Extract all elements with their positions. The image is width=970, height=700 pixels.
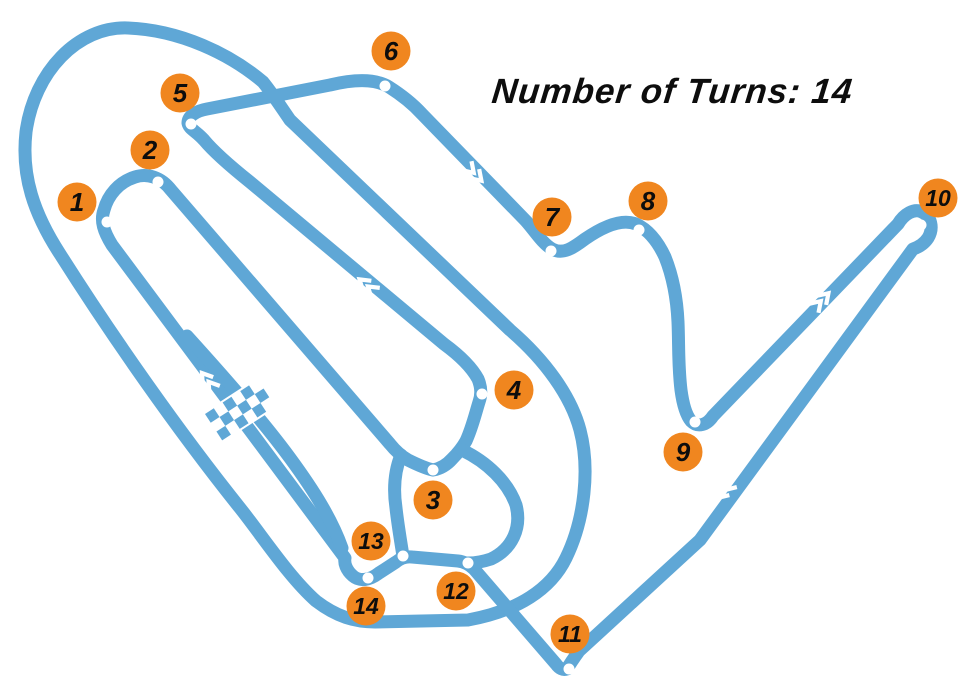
turn-number-label: 10 [925, 185, 951, 211]
turn-apex-dot [397, 550, 409, 562]
turn-marker-9 [663, 432, 703, 472]
turn-marker-1 [57, 182, 97, 222]
turn-number-label: 7 [545, 202, 561, 232]
turn-marker-3 [413, 480, 453, 520]
turn-number-label: 14 [353, 593, 379, 619]
flag-checker-cell [219, 411, 235, 426]
turn-apex-dot [545, 245, 557, 257]
turn-marker-4 [494, 370, 534, 410]
turn-number-label: 11 [558, 621, 582, 647]
turn-number-label: 2 [142, 135, 158, 165]
turn-number-label: 6 [384, 36, 399, 66]
turn-apex-dot [462, 557, 474, 569]
turn-number-label: 5 [173, 78, 188, 108]
track-outer-loop [18, 21, 592, 629]
turn-apex-dot [689, 416, 701, 428]
turn-number-label: 1 [70, 187, 84, 217]
turn-apex-dot [563, 663, 575, 675]
turn-apex-dot [379, 80, 391, 92]
turn-apex-dot [915, 219, 927, 231]
direction-arrow-icon [461, 160, 485, 184]
flag-checker-cell [205, 408, 220, 423]
chevron-icon [722, 477, 738, 493]
flag-checker-cell [251, 402, 267, 418]
direction-arrow-icon [356, 276, 381, 299]
turn-number-label: 9 [676, 437, 691, 467]
chevron-icon [206, 378, 221, 394]
turn-marker-8 [628, 181, 668, 221]
page-title: Number of Turns: 14 [490, 72, 855, 111]
turn-marker-6 [371, 31, 411, 71]
flag-checker-cell [237, 399, 252, 415]
chevron-icon [816, 290, 832, 306]
turn-apex-dot [427, 464, 439, 476]
flag-checker-cell [240, 385, 255, 400]
direction-arrow-icon [199, 369, 221, 394]
turn-marker-2 [130, 130, 170, 170]
chevron-icon [469, 168, 485, 184]
turn-marker-12 [436, 571, 476, 611]
turn-apex-dot [476, 388, 488, 400]
direction-arrow-icon [715, 477, 738, 501]
turn-apex-dot [101, 216, 113, 228]
flag-checker-cell [222, 396, 238, 412]
turn-marker-7 [532, 197, 572, 237]
track-pit-lane [180, 329, 349, 555]
turn-number-label: 4 [506, 375, 522, 405]
track-link-right [455, 443, 525, 570]
turn-apex-dot [362, 572, 374, 584]
chevron-icon [715, 485, 730, 501]
turn-number-label: 3 [426, 485, 441, 515]
start-finish-flag [202, 376, 278, 444]
turn-number-label: 12 [443, 578, 469, 604]
flag-checker-cell [254, 388, 270, 403]
turn-marker-10 [918, 178, 958, 218]
flag-checker-cell [234, 414, 249, 429]
turn-apex-dot [633, 224, 645, 236]
chevron-icon [461, 160, 477, 176]
turn-marker-14 [346, 586, 386, 626]
turn-marker-13 [351, 521, 391, 561]
turn-number-label: 8 [641, 186, 656, 216]
turn-marker-5 [160, 73, 200, 113]
chevron-icon [364, 283, 381, 299]
turn-apex-dot [152, 176, 164, 188]
track-link-vertical [388, 448, 410, 563]
turn-apex-dot [185, 118, 197, 130]
turn-number-label: 13 [358, 528, 384, 554]
turn-marker-11 [550, 614, 590, 654]
chevron-icon [808, 298, 824, 314]
flag-checker-cell [216, 425, 231, 441]
chevron-icon [199, 369, 214, 386]
chevron-icon [356, 276, 372, 292]
direction-arrow-icon [808, 290, 832, 314]
